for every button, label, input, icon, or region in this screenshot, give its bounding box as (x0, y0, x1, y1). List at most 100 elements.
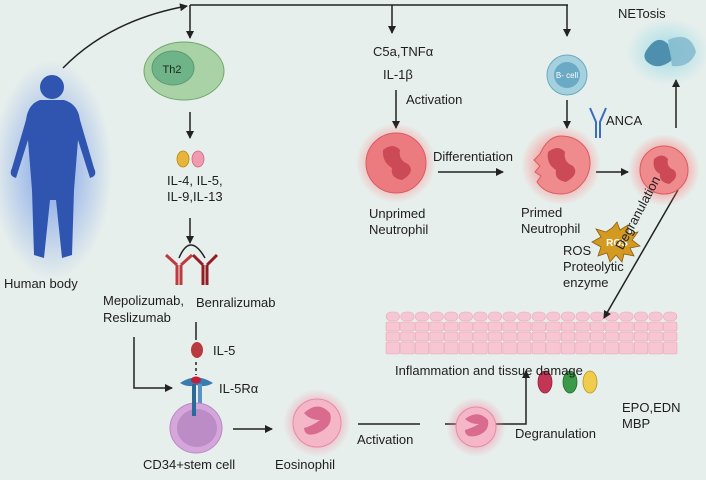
differentiation-label: Differentiation (433, 149, 513, 164)
neutrophil-activation-label: Activation (406, 92, 463, 107)
ros-label-line1: ROS (563, 243, 592, 258)
netosis-label: NETosis (618, 6, 666, 21)
tissue-cell (531, 331, 546, 342)
tissue-cell (502, 321, 517, 332)
tissue-cell (560, 311, 576, 322)
benralizumab-label: Benralizumab (196, 295, 276, 310)
tissue-cell (590, 341, 605, 355)
eosinophil-degranulation-label: Degranulation (515, 426, 596, 441)
unprimed-neutrophil (356, 123, 436, 203)
tissue-cell (546, 311, 561, 322)
tissue-cell (458, 321, 473, 332)
degranulating-eosinophil (446, 397, 506, 457)
stem-cell (169, 392, 223, 454)
tissue-cell (414, 311, 430, 322)
tissue-cell (502, 341, 517, 355)
tissue-cell (400, 311, 415, 322)
ros-label-line3: enzyme (563, 275, 609, 290)
tissue-cell (429, 331, 444, 342)
interleukins-label-line1: IL-4, IL-5, (167, 173, 223, 188)
tissue-cell (429, 311, 444, 322)
granule-proteins-label-line1: EPO,EDN (622, 400, 681, 415)
tissue-cell (663, 321, 678, 332)
il1b-label: IL-1β (383, 67, 413, 82)
tissue-cell (385, 321, 400, 332)
tissue-cell (444, 321, 459, 332)
tissue-cell (531, 311, 546, 322)
interleukins-label-line2: IL-9,IL-13 (167, 189, 223, 204)
cd34-stem-cell-label: CD34+stem cell (143, 457, 236, 472)
tissue-cell (560, 341, 576, 355)
inflammation-label: Inflammation and tissue damage (395, 363, 583, 378)
tissue-cell (604, 341, 619, 355)
tissue-cell (604, 331, 619, 342)
tissue-cell (575, 341, 590, 355)
tissue-cell (400, 331, 415, 342)
tissue-cell (444, 311, 459, 322)
tissue-cell (487, 341, 503, 355)
tissue-cell (590, 321, 605, 332)
tissue-cell (546, 331, 561, 342)
tissue-cell (560, 321, 576, 332)
tissue-cell (648, 311, 663, 322)
antibody-icons (164, 253, 219, 285)
anca-antibody-icon (589, 107, 607, 138)
tissue-cell (429, 321, 444, 332)
human-body-label: Human body (4, 276, 78, 291)
eosinophil-cell (283, 389, 351, 457)
tissue-cell (517, 311, 532, 322)
tissue-cell (663, 341, 678, 355)
tissue-cell (604, 321, 619, 332)
tissue-cell (502, 311, 517, 322)
tissue-cell (385, 331, 400, 342)
tissue-cell (590, 311, 605, 322)
tissue-cell (385, 311, 400, 322)
tissue-cell (663, 331, 678, 342)
tissue-cell (487, 311, 503, 322)
tissue-cell (400, 341, 415, 355)
tissue-cell (458, 331, 473, 342)
human-body-figure (0, 60, 112, 280)
tissue-cell (487, 331, 503, 342)
activated-neutrophil (628, 134, 700, 206)
tissue-cell (473, 331, 488, 342)
tissue-cell (633, 331, 649, 342)
ros-starburst-icon: ROS (591, 221, 641, 263)
tissue-cell (517, 331, 532, 342)
tissue-cell (473, 321, 488, 332)
tissue-cell (619, 331, 634, 342)
primed-neutrophil (521, 125, 601, 205)
top-connector (62, 3, 571, 69)
tissue-cell (502, 331, 517, 342)
il5-label: IL-5 (213, 343, 236, 358)
ros-badge-label: ROS (606, 238, 628, 249)
tissue-cell (414, 321, 430, 332)
th2-cell: Th2 (143, 41, 225, 101)
tissue-cell (619, 341, 634, 355)
tissue-cell (414, 341, 430, 355)
tissue-cell (487, 321, 503, 332)
tissue-cell (663, 311, 678, 322)
tissue-cell (414, 331, 430, 342)
tissue-cell (633, 311, 649, 322)
il5ra-label: IL-5Rα (219, 381, 259, 396)
primed-neutrophil-label-line1: Primed (521, 205, 563, 220)
tissue-cell (619, 321, 634, 332)
il5-icon (191, 342, 203, 358)
tissue-cell (517, 341, 532, 355)
tissue-cell (429, 341, 444, 355)
tissue-cell (560, 331, 576, 342)
eosinophil-activation-label: Activation (357, 432, 414, 447)
unprimed-neutrophil-label-line1: Unprimed (369, 206, 426, 221)
mepolizumab-label: Mepolizumab, (103, 293, 184, 308)
primed-neutrophil-label-line2: Neutrophil (521, 221, 581, 236)
tissue-cell (458, 311, 473, 322)
c5a-tnf-label: C5a,TNFα (373, 44, 434, 59)
b-cell: B- cell (546, 54, 588, 96)
tissue-cell (473, 341, 488, 355)
netosis-cell (626, 18, 706, 86)
tissue-cell (385, 341, 400, 355)
tissue-cell (648, 321, 663, 332)
tissue-cell (531, 341, 546, 355)
